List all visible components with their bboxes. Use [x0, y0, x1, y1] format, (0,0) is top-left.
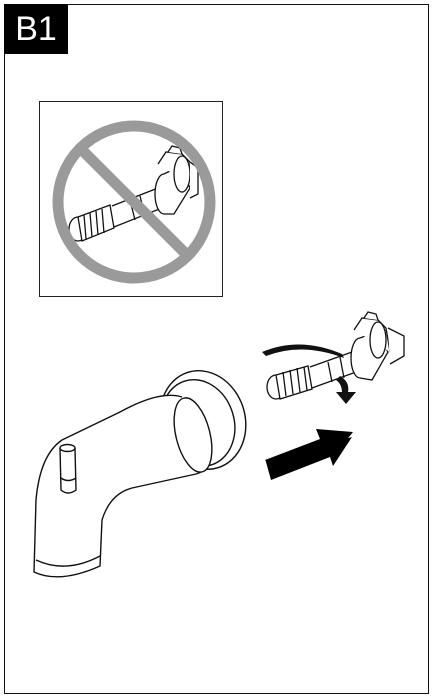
insert-arrow-icon	[265, 429, 353, 480]
prohibited-cartridge-illustration	[52, 120, 216, 284]
warning-box	[39, 101, 223, 297]
prohibition-sign-icon	[52, 120, 216, 284]
cartridge-icon	[266, 311, 405, 400]
cartridge-icon	[68, 145, 199, 242]
tub-spout-icon	[33, 370, 247, 578]
step-label: B1	[4, 4, 68, 54]
rotate-arrow-icon	[262, 344, 356, 404]
